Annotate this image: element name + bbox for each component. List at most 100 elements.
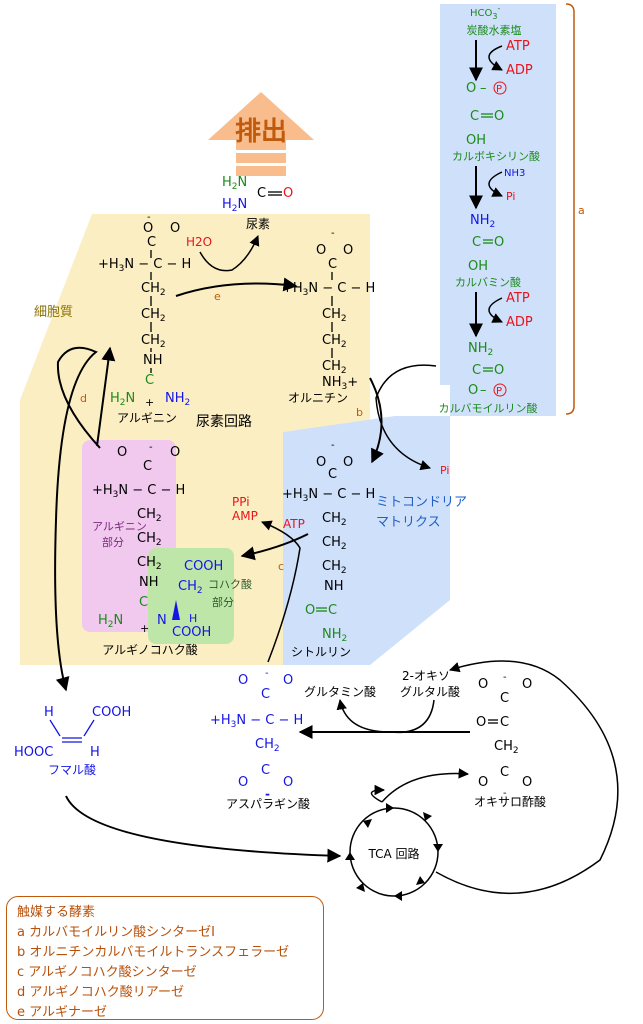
tca-cycle-ring bbox=[345, 803, 443, 901]
svg-text:-: - bbox=[265, 787, 270, 801]
svg-text:+H3N − C − H: +H3N − C − H bbox=[98, 257, 191, 274]
svg-text:C: C bbox=[472, 363, 481, 378]
svg-text:O: O bbox=[283, 673, 293, 688]
svg-text:O: O bbox=[522, 677, 532, 692]
legend-item-e: e アルギナーゼ bbox=[17, 1005, 108, 1020]
svg-text:O: O bbox=[238, 775, 248, 790]
svg-text:NH3+: NH3+ bbox=[322, 375, 358, 392]
succinate-part-box bbox=[148, 548, 234, 644]
mito-label-1: ミトコンドリア bbox=[376, 495, 467, 510]
adp-label-2: ADP bbox=[506, 315, 533, 330]
svg-text:O: O bbox=[476, 715, 486, 730]
transcarbamylase-arrow bbox=[369, 364, 437, 471]
svg-text:OH: OH bbox=[466, 133, 486, 148]
enzyme-a-bracket bbox=[565, 3, 575, 415]
svg-text:–: – bbox=[480, 383, 487, 398]
svg-text:CH2: CH2 bbox=[137, 507, 162, 524]
svg-text:P: P bbox=[496, 84, 502, 95]
succinate-part-label-2: 部分 bbox=[212, 595, 234, 609]
svg-text:P: P bbox=[496, 386, 502, 397]
svg-text:+H3N − C − H: +H3N − C − H bbox=[282, 281, 375, 298]
oxoglutarate-label-2: グルタル酸 bbox=[400, 684, 460, 699]
fumarate-label: フマル酸 bbox=[48, 762, 96, 777]
h2o-label: H2O bbox=[186, 235, 212, 249]
svg-text:H: H bbox=[90, 745, 100, 760]
svg-text:CH2: CH2 bbox=[322, 333, 347, 350]
svg-text:COOH: COOH bbox=[172, 625, 211, 640]
svg-text:O: O bbox=[316, 455, 326, 470]
svg-text:O: O bbox=[466, 81, 476, 96]
svg-text:HOOC: HOOC bbox=[14, 745, 53, 760]
lyase-arrows bbox=[54, 346, 116, 692]
mito-label-2: マトリクス bbox=[376, 515, 441, 530]
svg-text:C: C bbox=[145, 373, 154, 388]
svg-text:H: H bbox=[189, 612, 197, 625]
svg-text:NH2: NH2 bbox=[322, 627, 347, 644]
svg-text:–: – bbox=[480, 81, 487, 96]
svg-text:CH2: CH2 bbox=[137, 555, 162, 572]
excretion-arrow bbox=[208, 92, 314, 176]
svg-text:CH2: CH2 bbox=[178, 579, 203, 596]
svg-text:C: C bbox=[500, 765, 509, 780]
svg-text:H2N: H2N bbox=[98, 613, 123, 630]
adp-label-1: ADP bbox=[506, 63, 533, 78]
succinate-part-label-1: コハク酸 bbox=[208, 577, 252, 591]
svg-text:O: O bbox=[494, 235, 504, 250]
svg-text:-: - bbox=[149, 442, 153, 453]
svg-text:O: O bbox=[170, 221, 180, 236]
svg-text:O: O bbox=[117, 445, 127, 460]
svg-text:CH2: CH2 bbox=[322, 511, 347, 528]
arginine-part-label-1: アルギニン bbox=[92, 520, 147, 533]
svg-text:NH2: NH2 bbox=[468, 341, 493, 358]
svg-text:-: - bbox=[147, 212, 151, 223]
legend-item-a: a カルバモイルリン酸シンターゼI bbox=[17, 925, 215, 940]
aspartate-label: アスパラギン酸 bbox=[226, 796, 310, 811]
svg-text:C: C bbox=[147, 235, 156, 250]
svg-text:NH: NH bbox=[143, 353, 163, 368]
svg-text:C: C bbox=[261, 687, 270, 702]
oxaloacetate-label: オキサロ酢酸 bbox=[474, 794, 546, 809]
svg-text:NH2: NH2 bbox=[470, 213, 495, 230]
citrulline-label: シトルリン bbox=[291, 645, 351, 659]
svg-text:C: C bbox=[472, 235, 481, 250]
svg-text:O: O bbox=[238, 673, 248, 688]
urea-label: 尿素 bbox=[246, 217, 270, 231]
mitochondria-region bbox=[283, 4, 556, 665]
svg-text:O: O bbox=[522, 775, 532, 790]
carboxyphosphate-label: カルボキシリン酸 bbox=[452, 149, 540, 163]
svg-text:H2N: H2N bbox=[110, 391, 135, 408]
enzyme-mark-d: d bbox=[80, 392, 87, 405]
svg-text:C: C bbox=[139, 595, 148, 610]
svg-text:C: C bbox=[143, 459, 152, 474]
svg-text:C: C bbox=[470, 109, 479, 124]
svg-text:COOH: COOH bbox=[92, 705, 131, 720]
svg-text:N: N bbox=[157, 613, 167, 628]
svg-text:C: C bbox=[328, 603, 337, 618]
svg-text:O: O bbox=[478, 677, 488, 692]
svg-text:C: C bbox=[500, 691, 509, 706]
enzyme-mark-c: c bbox=[278, 560, 284, 573]
svg-text:CH2: CH2 bbox=[322, 559, 347, 576]
legend-item-d: d アルギノコハク酸リアーゼ bbox=[17, 985, 184, 1000]
svg-text:C: C bbox=[261, 763, 270, 778]
enzyme-mark-a: a bbox=[578, 204, 585, 217]
legend-item-b: b オルニチンカルバモイルトランスフェラーゼ bbox=[17, 945, 290, 960]
svg-text:CH2: CH2 bbox=[141, 281, 166, 298]
carbamoyl-pathway-arrows bbox=[469, 40, 503, 338]
svg-text:CH2: CH2 bbox=[322, 307, 347, 324]
legend-title: 触媒する酵素 bbox=[17, 905, 96, 920]
lower-pathway-arrows bbox=[65, 660, 619, 895]
svg-text:COOH: COOH bbox=[184, 559, 223, 574]
fumarate-structure: H COOH HOOC H bbox=[14, 705, 131, 760]
ornithine-label: オルニチン bbox=[288, 391, 348, 405]
svg-text:O: O bbox=[494, 109, 504, 124]
urea-cycle-label: 尿素回路 bbox=[196, 414, 252, 430]
arginase-arrow bbox=[175, 235, 298, 297]
svg-text:CH2: CH2 bbox=[255, 737, 280, 754]
oxoglutarate-label-1: 2-オキソ bbox=[402, 669, 450, 683]
